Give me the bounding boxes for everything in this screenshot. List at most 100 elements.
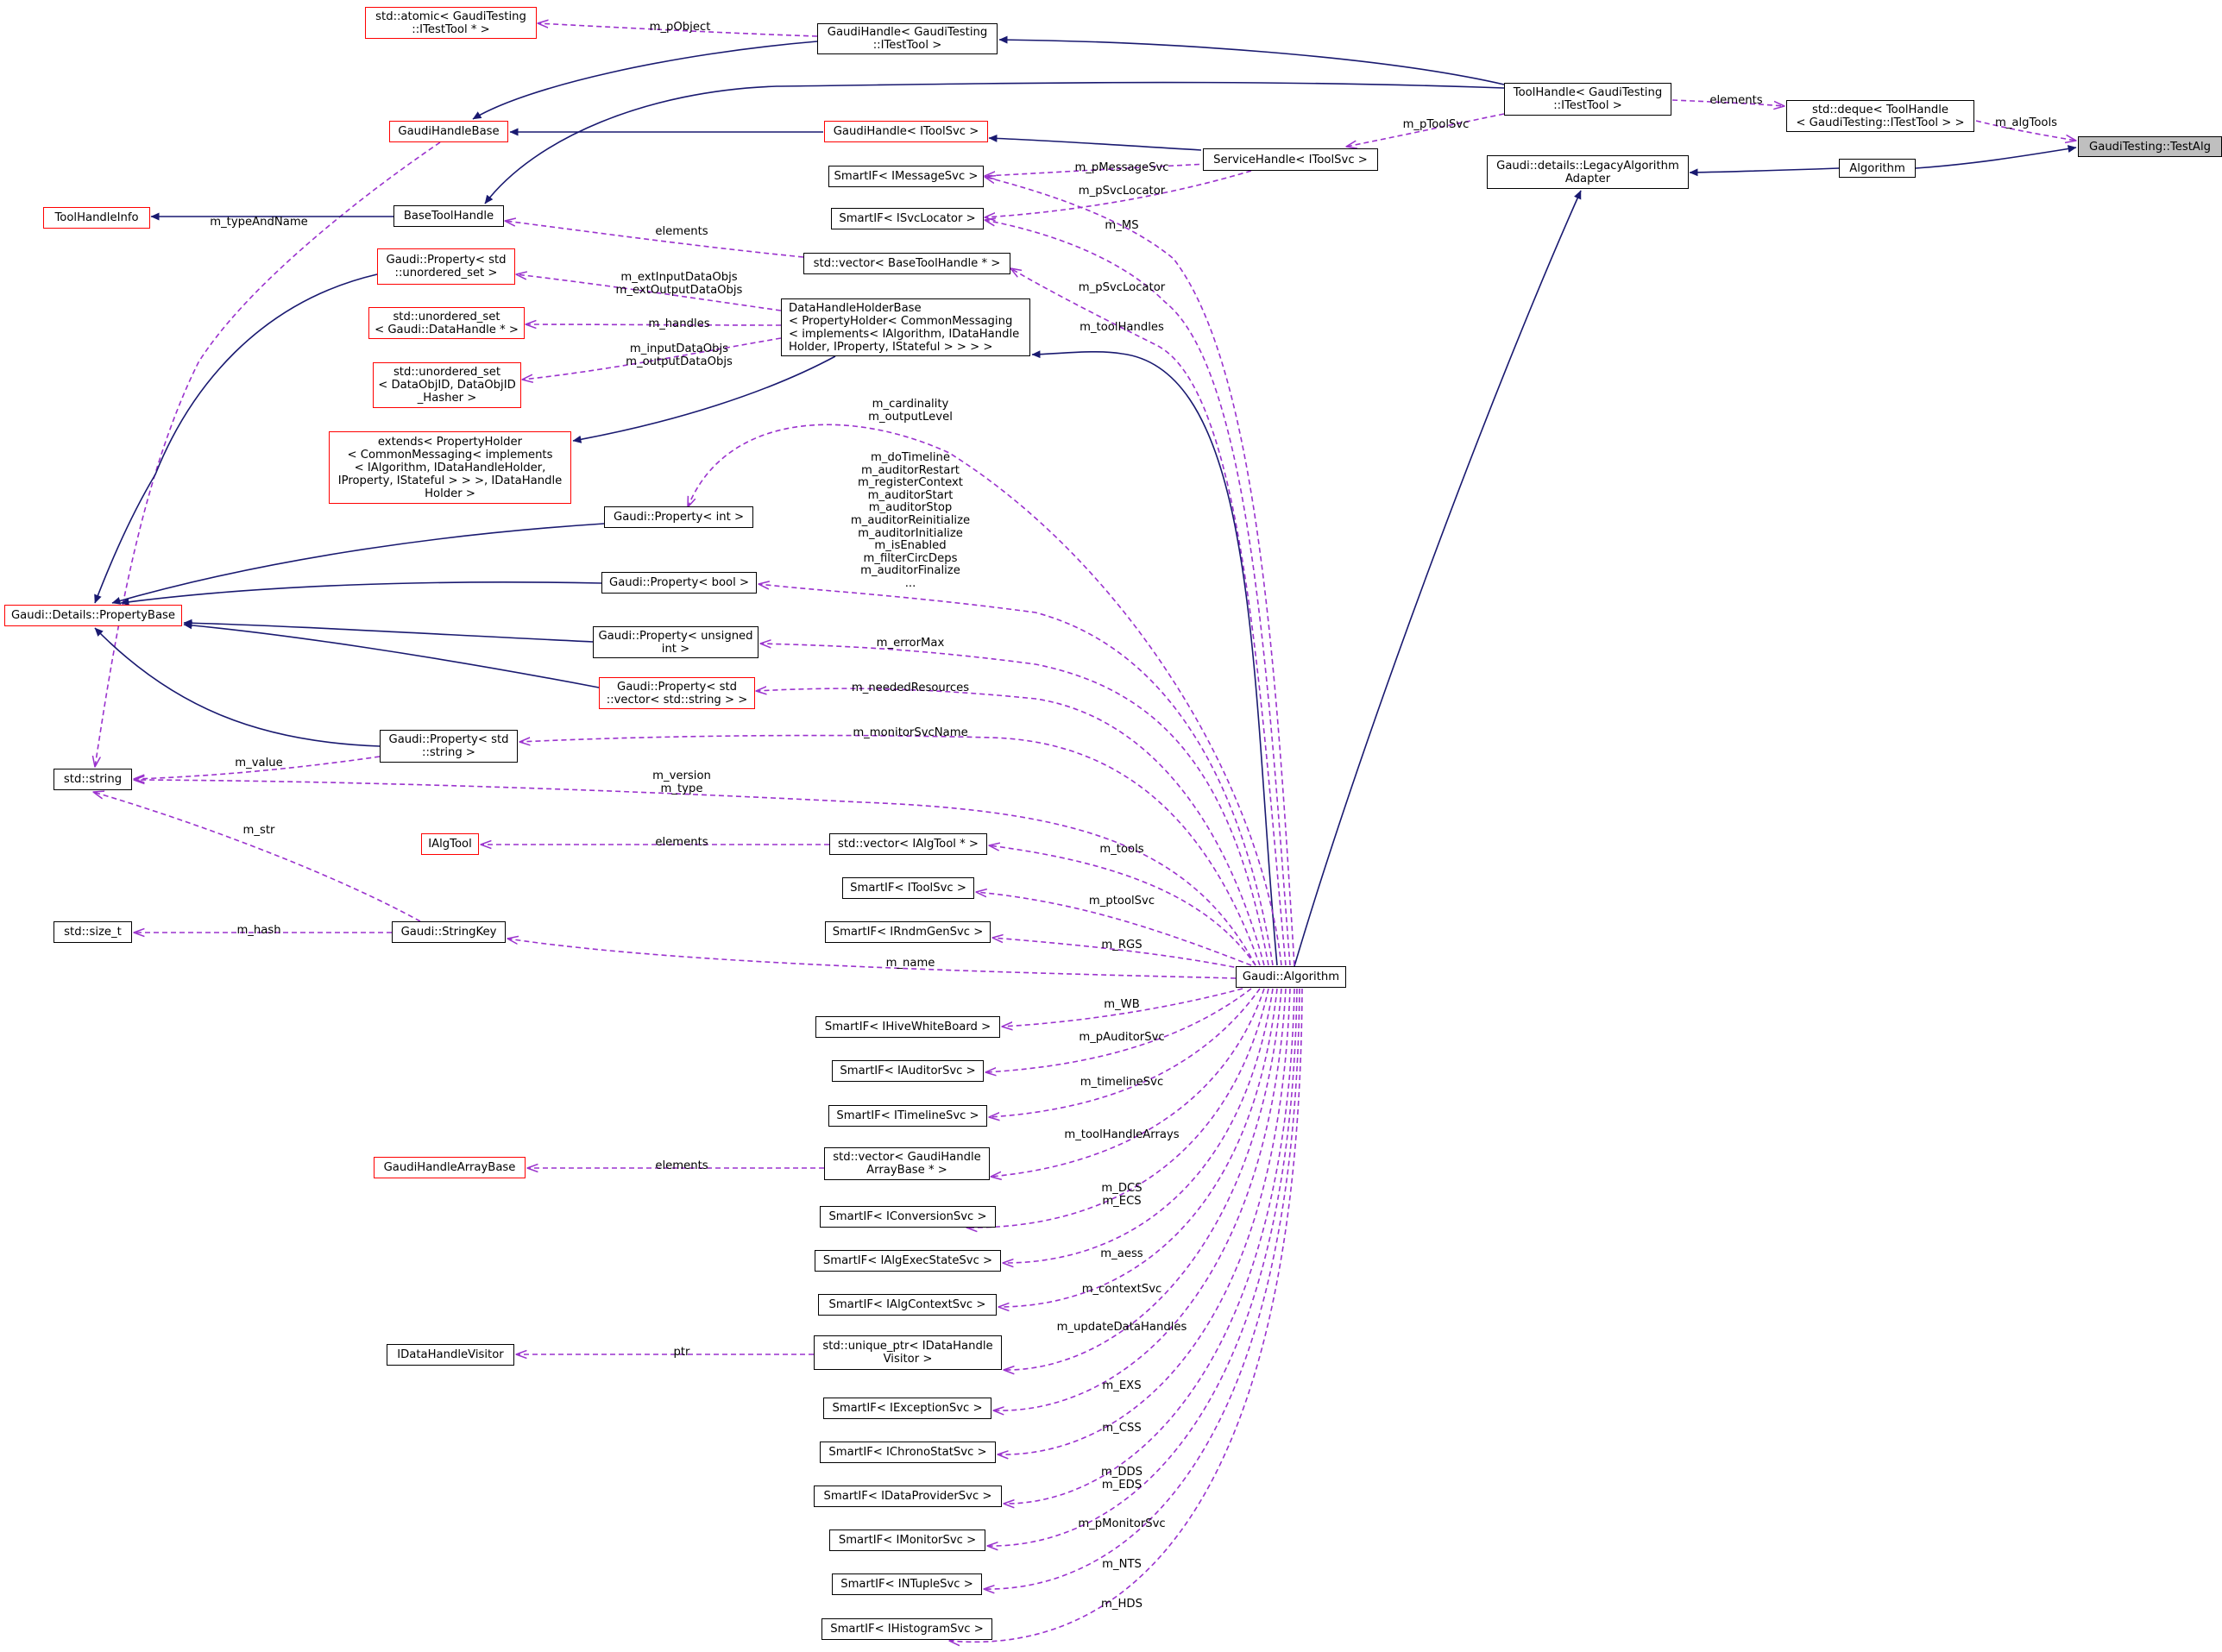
class-node-unordered_datahandle[interactable]: std::unordered_set< Gaudi::DataHandle * … xyxy=(368,307,525,339)
class-node-label: GaudiHandleArrayBase xyxy=(383,1161,516,1174)
class-node-smartif_itoolsvc[interactable]: SmartIF< IToolSvc > xyxy=(842,877,974,899)
edge-label-line: m_toolHandleArrays xyxy=(1064,1128,1180,1141)
class-node-label: IProperty, IStateful > > >, IDataHandle xyxy=(337,474,563,487)
edge-label-line: m_errorMax xyxy=(876,637,945,650)
edge-label: m_updateDataHandles xyxy=(1057,1321,1187,1335)
usage-edge-unordered_datahandle-to-datahandleholder xyxy=(526,324,782,325)
class-node-prop_bool[interactable]: Gaudi::Property< bool > xyxy=(601,572,757,594)
class-node-algorithm[interactable]: Algorithm xyxy=(1839,159,1916,178)
edge-label-line: m_pMonitorSvc xyxy=(1078,1517,1166,1530)
class-node-smartif_ialgexec[interactable]: SmartIF< IAlgExecStateSvc > xyxy=(815,1250,1001,1272)
edge-label-line: m_inputDataObjs xyxy=(629,342,729,355)
edge-label: m_pToolSvc xyxy=(1403,118,1470,132)
class-node-smartif_idataprovider[interactable]: SmartIF< IDataProviderSvc > xyxy=(814,1486,1002,1507)
edge-label: m_HDS xyxy=(1101,1598,1142,1611)
class-node-idatahandlevisitor[interactable]: IDataHandleVisitor xyxy=(387,1344,514,1366)
edge-label: m_CSS xyxy=(1102,1422,1141,1435)
class-node-gaudihandle_itest[interactable]: GaudiHandle< GaudiTesting::ITestTool > xyxy=(817,23,998,54)
class-node-smartif_imessage[interactable]: SmartIF< IMessageSvc > xyxy=(828,166,984,187)
edge-label: elements xyxy=(655,836,708,850)
edge-label: m_toolHandles xyxy=(1080,321,1164,335)
class-node-label: < CommonMessaging< implements xyxy=(347,448,553,462)
edge-label-line: m_ECS xyxy=(1102,1194,1142,1208)
class-node-label: ToolHandleInfo xyxy=(54,211,139,224)
usage-edge-smartif_ialgexec-to-gaudialgorithm xyxy=(1003,988,1274,1263)
edge-label-line: m_auditorFinalize xyxy=(860,564,960,578)
edge-label-line: m_pAuditorSvc xyxy=(1079,1031,1165,1044)
class-node-label: SmartIF< IConversionSvc > xyxy=(828,1210,987,1223)
edge-label-line: m_cardinality xyxy=(872,398,949,411)
class-node-toolhandle_itest[interactable]: ToolHandle< GaudiTesting::ITestTool > xyxy=(1504,83,1671,116)
class-node-smartif_iexception[interactable]: SmartIF< IExceptionSvc > xyxy=(823,1398,991,1419)
class-node-label: GaudiTesting::TestAlg xyxy=(2089,140,2211,154)
class-node-gaudihandle_itoolsvc[interactable]: GaudiHandle< IToolSvc > xyxy=(824,121,988,142)
class-node-smartif_ialgcontext[interactable]: SmartIF< IAlgContextSvc > xyxy=(818,1294,997,1316)
usage-edge-deque-to-testalg xyxy=(1975,120,2076,141)
class-node-label: SmartIF< IMessageSvc > xyxy=(834,170,979,183)
class-node-label: ServiceHandle< IToolSvc > xyxy=(1213,153,1368,166)
edge-label: m_hash xyxy=(236,924,280,938)
edge-label: m_RGS xyxy=(1101,939,1142,952)
class-node-gaudialgorithm[interactable]: Gaudi::Algorithm xyxy=(1236,966,1346,988)
class-node-label: SmartIF< IExceptionSvc > xyxy=(832,1402,983,1415)
class-node-label: SmartIF< IRndmGenSvc > xyxy=(832,926,984,939)
class-node-vec_ialgtool[interactable]: std::vector< IAlgTool * > xyxy=(829,833,987,855)
class-node-vec_basetool[interactable]: std::vector< BaseToolHandle * > xyxy=(803,253,1010,274)
edge-label: m_value xyxy=(235,757,282,770)
class-node-sizet[interactable]: std::size_t xyxy=(54,921,132,943)
class-node-basetoolhandle[interactable]: BaseToolHandle xyxy=(393,205,504,227)
usage-edge-stringkey-to-gaudialgorithm xyxy=(507,939,1237,979)
class-node-gaudihandlebase[interactable]: GaudiHandleBase xyxy=(389,121,508,142)
edge-label: elements xyxy=(655,1159,708,1173)
class-node-label: SmartIF< IDataProviderSvc > xyxy=(823,1490,992,1503)
class-node-testalg[interactable]: GaudiTesting::TestAlg xyxy=(2078,136,2222,157)
class-node-label: Gaudi::Property< std xyxy=(388,733,509,746)
edge-label-line: ptr xyxy=(673,1346,690,1359)
class-node-smartif_ihistogram[interactable]: SmartIF< IHistogramSvc > xyxy=(821,1618,992,1640)
class-node-smartif_intuple[interactable]: SmartIF< INTupleSvc > xyxy=(832,1573,982,1595)
usage-edge-smartif_itimeline-to-gaudialgorithm xyxy=(989,988,1261,1117)
class-node-gaudihandlearraybase[interactable]: GaudiHandleArrayBase xyxy=(374,1157,526,1178)
class-node-smartif_iauditor[interactable]: SmartIF< IAuditorSvc > xyxy=(832,1060,984,1082)
inheritance-edge-gaudihandle_itoolsvc-to-servicehandle xyxy=(988,134,1202,151)
class-node-extends[interactable]: extends< PropertyHolder< CommonMessaging… xyxy=(329,431,571,504)
usage-edge-smartif_ihistogram-to-gaudialgorithm xyxy=(949,988,1303,1642)
class-node-smartif_irndm[interactable]: SmartIF< IRndmGenSvc > xyxy=(825,921,991,943)
edge-label-line: m_isEnabled xyxy=(874,539,947,553)
class-node-deque[interactable]: std::deque< ToolHandle< GaudiTesting::IT… xyxy=(1786,100,1974,132)
class-node-prop_int[interactable]: Gaudi::Property< int > xyxy=(604,506,753,528)
class-node-smartif_iconversion[interactable]: SmartIF< IConversionSvc > xyxy=(820,1206,996,1228)
class-node-servicehandle[interactable]: ServiceHandle< IToolSvc > xyxy=(1203,148,1378,171)
class-node-datahandleholder[interactable]: DataHandleHolderBase< PropertyHolder< Co… xyxy=(781,298,1030,356)
class-node-smartif_itimeline[interactable]: SmartIF< ITimelineSvc > xyxy=(828,1105,987,1127)
class-node-atomic[interactable]: std::atomic< GaudiTesting::ITestTool * > xyxy=(365,7,537,39)
edge-label-line: m_name xyxy=(885,957,935,970)
class-node-stringkey[interactable]: Gaudi::StringKey xyxy=(392,921,506,943)
class-node-label: std::deque< ToolHandle xyxy=(1812,103,1948,116)
edge-label-line: m_outputDataObjs xyxy=(626,355,733,368)
class-node-unordered_dataobjid[interactable]: std::unordered_set< DataObjID, DataObjID… xyxy=(373,362,521,408)
class-node-prop_vecstring[interactable]: Gaudi::Property< std::vector< std::strin… xyxy=(599,677,755,709)
class-node-label: IAlgTool xyxy=(428,838,472,851)
class-node-smartif_ichrono[interactable]: SmartIF< IChronoStatSvc > xyxy=(820,1442,996,1463)
edge-label: m_handles xyxy=(648,317,709,331)
class-node-propertybase[interactable]: Gaudi::Details::PropertyBase xyxy=(4,605,182,626)
class-node-smartif_ihive[interactable]: SmartIF< IHiveWhiteBoard > xyxy=(815,1016,1000,1038)
class-node-smartif_isvcloc[interactable]: SmartIF< ISvcLocator > xyxy=(831,208,984,229)
class-node-label: std::vector< GaudiHandle xyxy=(833,1151,981,1164)
class-node-prop_unordered[interactable]: Gaudi::Property< std::unordered_set > xyxy=(377,248,515,285)
class-node-label: std::size_t xyxy=(64,926,122,939)
edge-label-line: m_EXS xyxy=(1102,1379,1142,1392)
class-node-toolhandleinfo[interactable]: ToolHandleInfo xyxy=(43,207,150,229)
class-node-ialgtool[interactable]: IAlgTool xyxy=(421,833,479,855)
class-node-smartif_imonitor[interactable]: SmartIF< IMonitorSvc > xyxy=(829,1530,985,1551)
class-node-label: Gaudi::Property< int > xyxy=(613,511,745,524)
class-node-label: Gaudi::StringKey xyxy=(400,926,497,939)
class-node-stdstring[interactable]: std::string xyxy=(54,769,132,790)
class-node-prop_string[interactable]: Gaudi::Property< std::string > xyxy=(380,730,518,763)
edge-label: m_ptoolSvc xyxy=(1089,895,1155,908)
